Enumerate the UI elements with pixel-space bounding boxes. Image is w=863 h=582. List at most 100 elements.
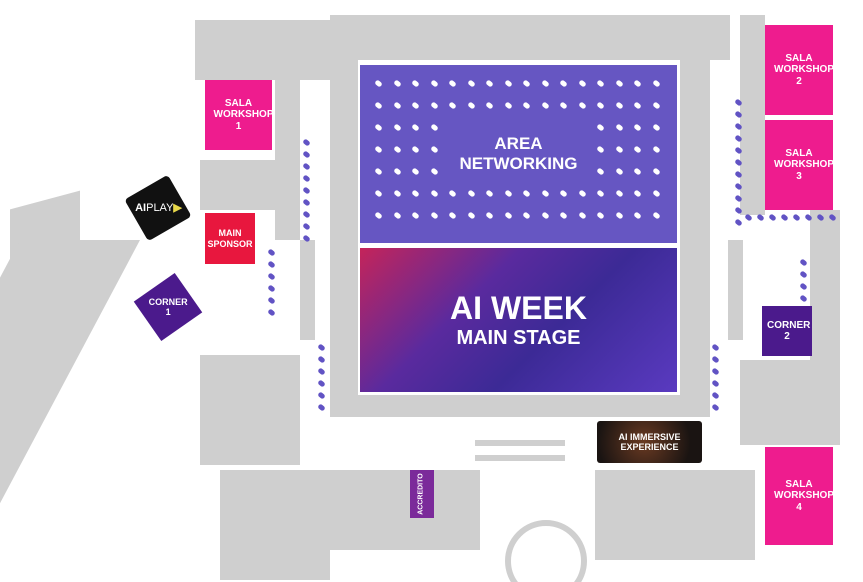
building-wall — [505, 520, 587, 582]
networking-seat — [633, 189, 642, 198]
table-seat — [317, 379, 326, 388]
networking-seat — [392, 123, 402, 132]
table-seat — [780, 213, 789, 222]
building-wall — [200, 355, 300, 465]
table-seat — [711, 379, 720, 388]
networking-seat — [651, 101, 661, 110]
building-wall — [330, 470, 480, 550]
sala-workshop-4[interactable]: SALA WORKSHOP 4 — [765, 447, 834, 545]
aiplay-booth[interactable]: AIPLAY▶ — [124, 174, 192, 242]
area-networking-line2: NETWORKING — [459, 154, 578, 173]
table-seat — [267, 308, 276, 317]
table-seat — [267, 272, 276, 281]
table-seat — [317, 367, 326, 376]
area-networking[interactable]: AREA NETWORKING — [360, 65, 677, 243]
corner-2[interactable]: CORNER 2 — [762, 306, 812, 356]
networking-seat — [429, 145, 439, 154]
ai-week-main-stage[interactable]: AI WEEK MAIN STAGE — [360, 248, 677, 392]
networking-seat — [448, 189, 457, 198]
networking-seat — [466, 211, 476, 220]
networking-seat — [633, 79, 642, 88]
table-seat — [799, 258, 808, 267]
networking-seat — [392, 79, 402, 88]
building-wall — [275, 80, 300, 240]
networking-seat — [411, 211, 420, 220]
networking-seat — [596, 79, 605, 88]
networking-seat — [392, 189, 402, 198]
networking-seat — [374, 145, 383, 154]
table-seat — [799, 270, 808, 279]
table-seat — [267, 284, 276, 293]
table-seat — [302, 186, 311, 195]
networking-seat — [522, 189, 531, 198]
networking-seat — [485, 101, 494, 110]
networking-seat — [596, 211, 605, 220]
main-sponsor-booth[interactable]: MAIN SPONSOR — [205, 213, 255, 264]
building-wall — [740, 360, 840, 445]
networking-seat — [596, 189, 605, 198]
networking-seat — [559, 101, 568, 110]
networking-seat — [429, 167, 439, 176]
networking-seat — [633, 123, 642, 132]
networking-seat — [614, 211, 624, 220]
table-seat — [317, 355, 326, 364]
networking-seat — [633, 167, 642, 176]
networking-seat — [411, 189, 420, 198]
main-stage-line2: MAIN STAGE — [456, 326, 581, 349]
building-wall — [330, 60, 358, 400]
networking-seat — [577, 211, 587, 220]
sala-workshop-1[interactable]: SALA WORKSHOP 1 — [205, 80, 274, 150]
networking-seat — [374, 123, 383, 132]
networking-seat — [522, 101, 531, 110]
networking-seat — [577, 189, 587, 198]
networking-seat — [392, 167, 402, 176]
building-wall — [740, 15, 765, 215]
table-seat — [302, 198, 311, 207]
building-wall — [595, 470, 755, 560]
networking-seat — [411, 167, 420, 176]
table-seat — [267, 248, 276, 257]
table-seat — [792, 213, 801, 222]
corner-1[interactable]: CORNER 1 — [133, 273, 203, 341]
networking-seat — [540, 101, 550, 110]
networking-seat — [466, 79, 476, 88]
networking-seat — [614, 123, 624, 132]
networking-seat — [448, 101, 457, 110]
sala-workshop-2-label: SALA WORKSHOP 2 — [774, 52, 834, 87]
table-seat — [711, 355, 720, 364]
networking-seat — [392, 101, 402, 110]
main-sponsor-label: MAIN SPONSOR — [207, 228, 253, 249]
area-networking-line1: AREA — [494, 134, 543, 154]
networking-seat — [411, 123, 420, 132]
building-wall — [728, 240, 743, 340]
table-seat — [799, 294, 808, 303]
corner-1-label: CORNER 1 — [148, 296, 188, 317]
sala-workshop-3[interactable]: SALA WORKSHOP 3 — [765, 120, 834, 210]
ai-immersive-experience[interactable]: AI IMMERSIVE EXPERIENCE — [597, 421, 702, 463]
sala-workshop-2[interactable]: SALA WORKSHOP 2 — [765, 25, 834, 115]
networking-seat — [411, 101, 420, 110]
building-wall — [810, 210, 840, 360]
networking-seat — [374, 167, 383, 176]
building-wall — [680, 60, 710, 400]
sala-workshop-4-label: SALA WORKSHOP 4 — [774, 478, 834, 513]
table-seat — [317, 403, 326, 412]
networking-seat — [392, 145, 402, 154]
table-seat — [317, 343, 326, 352]
table-seat — [711, 343, 720, 352]
networking-seat — [651, 189, 661, 198]
networking-seat — [503, 101, 513, 110]
table-seat — [302, 222, 311, 231]
networking-seat — [466, 101, 476, 110]
networking-seat — [503, 189, 513, 198]
table-seat — [302, 138, 311, 147]
accredito-label: ACCREDITO — [417, 473, 425, 515]
accredito-desk[interactable]: ACCREDITO — [410, 470, 434, 518]
table-seat — [711, 367, 720, 376]
table-seat — [799, 282, 808, 291]
table-seat — [302, 150, 311, 159]
sala-workshop-1-label: SALA WORKSHOP 1 — [213, 97, 274, 132]
networking-seat — [485, 189, 494, 198]
building-wall — [475, 440, 565, 446]
building-wall — [220, 470, 330, 580]
